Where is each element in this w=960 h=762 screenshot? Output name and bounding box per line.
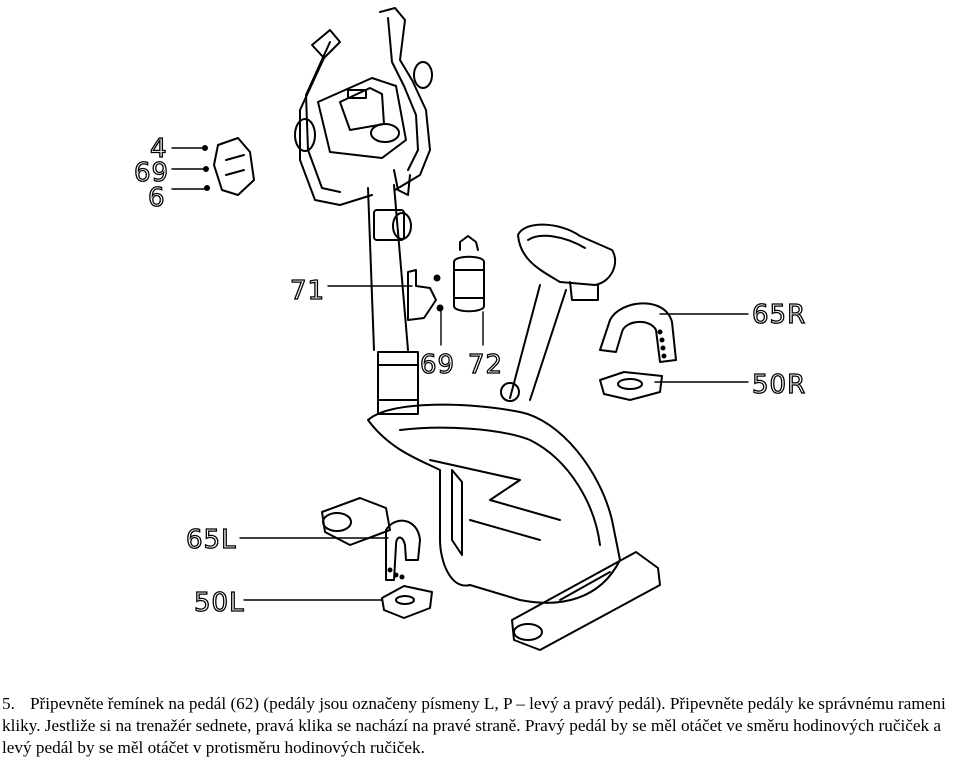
callout-6: 6 [148, 183, 166, 213]
water-bottle [453, 235, 485, 313]
callout-4: 4 [150, 134, 168, 164]
step-number: 5. [2, 694, 15, 713]
callout-69: 69 [420, 350, 455, 380]
handlebar [294, 7, 433, 206]
seat-post [500, 284, 567, 402]
left-pedal-strap [385, 519, 421, 581]
main-frame [367, 403, 621, 604]
left-pedal [381, 585, 433, 619]
front-post [367, 184, 419, 415]
callout-65R: 65R [752, 300, 806, 330]
callout-50R: 50R [752, 370, 806, 400]
assembly-diagram: 4 69 6 71 69 72 65R 50R 65L 50L [133, 7, 806, 651]
callout-50L: 50L [194, 588, 245, 618]
seat [517, 223, 617, 301]
right-pedal [599, 371, 663, 401]
step-instruction: 5.Připevněte řemínek na pedál (62) (pedá… [2, 693, 958, 759]
console [317, 77, 411, 196]
bottle-holder [407, 269, 444, 321]
front-stabilizer [511, 551, 661, 651]
leader-lines [171, 147, 749, 601]
callout-71: 71 [290, 276, 325, 306]
side-cover-part [202, 137, 255, 196]
rear-stabilizer [321, 497, 391, 546]
step-text-body: Připevněte řemínek na pedál (62) (pedály… [2, 694, 946, 757]
callout-69-top: 69 [134, 158, 169, 188]
right-pedal-strap [599, 302, 677, 363]
callout-65L: 65L [186, 525, 237, 555]
callout-72: 72 [468, 350, 503, 380]
